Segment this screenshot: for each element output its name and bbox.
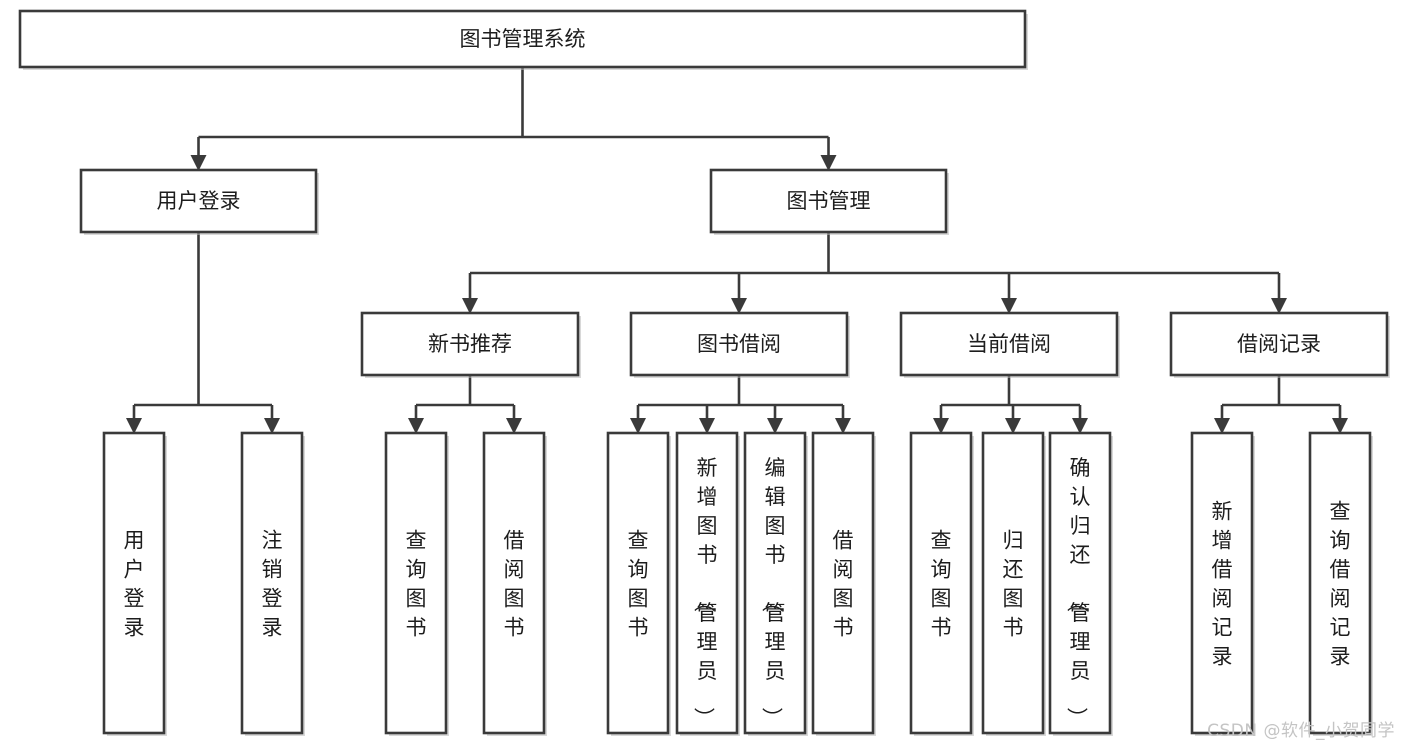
node-rect[interactable] <box>743 431 807 735</box>
connector-layer <box>126 67 1348 434</box>
node-borrow_record[interactable]: 借阅记录 <box>1169 311 1390 378</box>
node-label: 新增借阅记录 <box>1212 500 1233 669</box>
node-leaf_user_logout[interactable]: 注销登录 <box>240 431 305 736</box>
arrow-head-icon <box>264 418 280 434</box>
node-label: 借阅记录 <box>1237 332 1321 356</box>
arrow-head-icon <box>1271 298 1287 314</box>
node-rect[interactable] <box>1308 431 1372 735</box>
connector-group-book_borrow <box>630 375 851 434</box>
node-rect[interactable] <box>18 9 1027 69</box>
node-leaf_query_book_2[interactable]: 查询图书 <box>606 431 671 736</box>
node-leaf_return_book[interactable]: 归还图书 <box>981 431 1046 736</box>
node-rect[interactable] <box>909 431 973 735</box>
node-current_borrow[interactable]: 当前借阅 <box>899 311 1120 378</box>
node-label: 图书管理 <box>787 189 871 213</box>
connector-group-root <box>190 67 837 171</box>
node-new_book_rec[interactable]: 新书推荐 <box>360 311 581 378</box>
node-rect[interactable] <box>79 168 318 234</box>
arrow-head-icon <box>1072 418 1088 434</box>
node-layer: 图书管理系统用户登录图书管理新书推荐图书借阅当前借阅借阅记录用户登录注销登录查询… <box>18 9 1390 736</box>
node-leaf_add_record[interactable]: 新增借阅记录 <box>1190 431 1255 736</box>
connector-group-book_manage <box>462 232 1287 314</box>
node-rect[interactable] <box>811 431 875 735</box>
node-rect[interactable] <box>240 431 304 735</box>
node-rect[interactable] <box>1190 431 1254 735</box>
arrow-head-icon <box>408 418 424 434</box>
node-leaf_add_book[interactable]: 新增图书（管理员） <box>675 431 740 736</box>
node-root[interactable]: 图书管理系统 <box>18 9 1028 70</box>
arrow-head-icon <box>731 298 747 314</box>
node-leaf_query_record[interactable]: 查询借阅记录 <box>1308 431 1373 736</box>
arrow-head-icon <box>506 418 522 434</box>
arrow-head-icon <box>126 418 142 434</box>
node-leaf_query_book_1[interactable]: 查询图书 <box>384 431 449 736</box>
node-rect[interactable] <box>606 431 670 735</box>
arrow-head-icon <box>835 418 851 434</box>
arrow-head-icon <box>1001 298 1017 314</box>
node-label: 新增图书（管理员） <box>692 456 718 728</box>
node-label: 新书推荐 <box>428 332 512 356</box>
node-label: 查询借阅记录 <box>1330 500 1351 669</box>
node-rect[interactable] <box>675 431 739 735</box>
node-label: 确认归还（管理员） <box>1065 456 1091 728</box>
node-leaf_borrow_book_1[interactable]: 借阅图书 <box>482 431 547 736</box>
node-leaf_user_login[interactable]: 用户登录 <box>102 431 167 736</box>
node-leaf_confirm_return[interactable]: 确认归还（管理员） <box>1048 431 1113 736</box>
arrow-head-icon <box>630 418 646 434</box>
node-book_borrow[interactable]: 图书借阅 <box>629 311 850 378</box>
node-label: 归还图书 <box>1003 529 1024 640</box>
node-rect[interactable] <box>629 311 849 377</box>
connector-group-borrow_record <box>1214 375 1348 434</box>
node-label: 注销登录 <box>262 529 283 640</box>
arrow-head-icon <box>820 155 837 171</box>
node-label: 查询图书 <box>628 529 649 640</box>
node-leaf_edit_book[interactable]: 编辑图书（管理员） <box>743 431 808 736</box>
node-label: 查询图书 <box>931 529 952 640</box>
node-rect[interactable] <box>899 311 1119 377</box>
node-rect[interactable] <box>482 431 546 735</box>
node-rect[interactable] <box>384 431 448 735</box>
arrow-head-icon <box>699 418 715 434</box>
node-leaf_query_book_3[interactable]: 查询图书 <box>909 431 974 736</box>
connector-group-user_login <box>126 232 280 434</box>
node-book_manage[interactable]: 图书管理 <box>709 168 949 235</box>
node-label: 借阅图书 <box>833 529 854 640</box>
node-label: 用户登录 <box>124 529 145 640</box>
node-label: 图书借阅 <box>697 332 781 356</box>
arrow-head-icon <box>1332 418 1348 434</box>
node-rect[interactable] <box>102 431 166 735</box>
node-leaf_borrow_book_2[interactable]: 借阅图书 <box>811 431 876 736</box>
arrow-head-icon <box>933 418 949 434</box>
node-label: 编辑图书（管理员） <box>760 456 786 728</box>
node-label: 用户登录 <box>157 189 241 213</box>
arrow-head-icon <box>190 155 207 171</box>
node-rect[interactable] <box>1169 311 1389 377</box>
arrow-head-icon <box>462 298 478 314</box>
csdn-watermark: CSDN @软件_小贺同学 <box>1207 721 1395 741</box>
node-rect[interactable] <box>981 431 1045 735</box>
arrow-head-icon <box>767 418 783 434</box>
connector-group-current_borrow <box>933 375 1088 434</box>
arrow-head-icon <box>1005 418 1021 434</box>
node-rect[interactable] <box>709 168 948 234</box>
node-label: 借阅图书 <box>504 529 525 640</box>
connector-group-new_book_rec <box>408 375 522 434</box>
node-rect[interactable] <box>360 311 580 377</box>
arrow-head-icon <box>1214 418 1230 434</box>
node-label: 图书管理系统 <box>460 27 586 51</box>
node-rect[interactable] <box>1048 431 1112 735</box>
node-label: 当前借阅 <box>967 332 1051 356</box>
node-label: 查询图书 <box>406 529 427 640</box>
node-user_login[interactable]: 用户登录 <box>79 168 319 235</box>
